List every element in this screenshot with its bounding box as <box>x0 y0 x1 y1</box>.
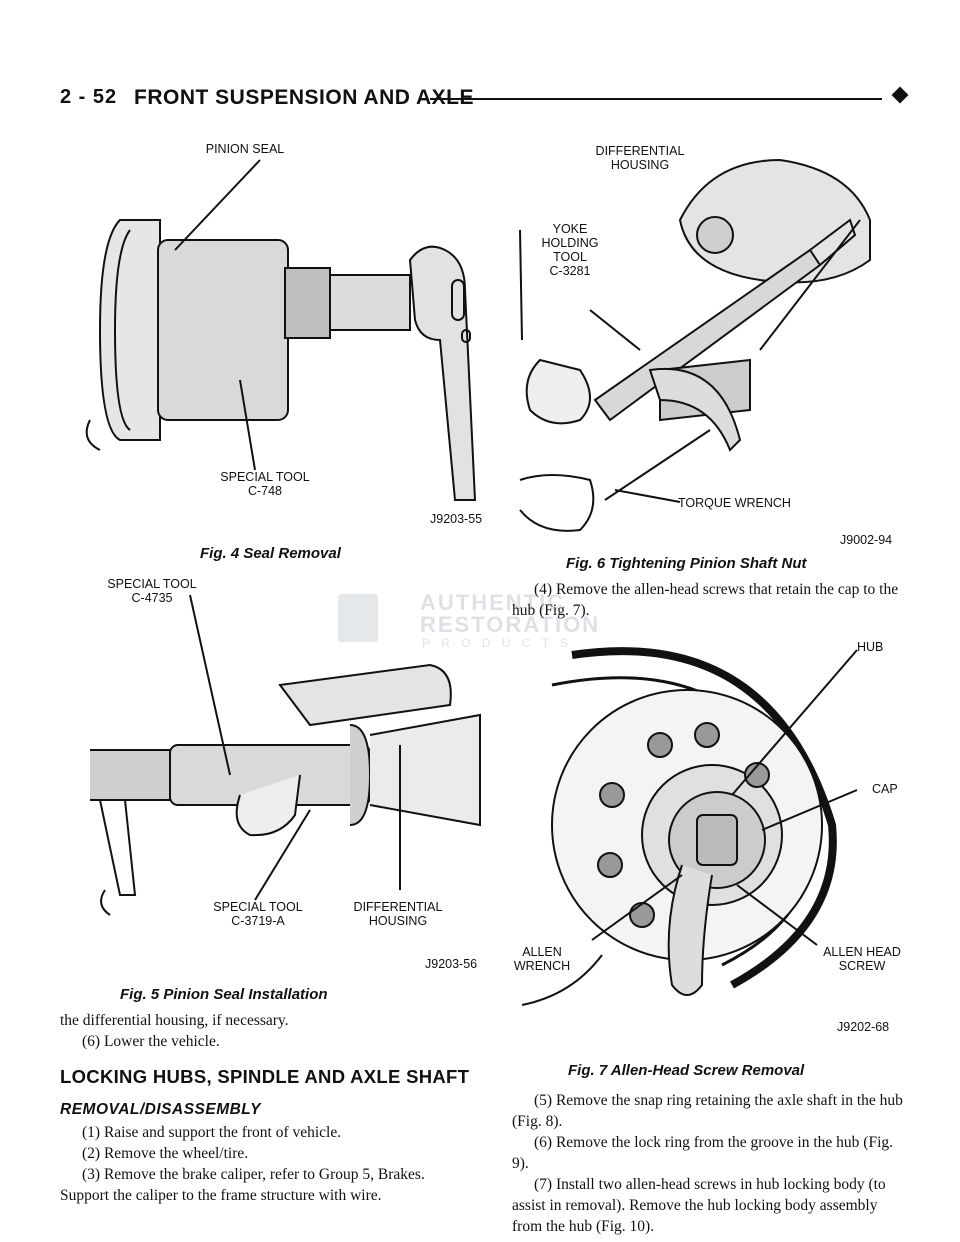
label-line: HOUSING <box>610 158 670 172</box>
label-line: SPECIAL TOOL <box>220 470 310 484</box>
label-line: SCREW <box>838 959 886 973</box>
figure-5: SPECIAL TOOL C-4735 SPECIAL TOOL C-3719-… <box>80 575 490 975</box>
label-line: WRENCH <box>513 959 571 973</box>
watermark-line-2: RESTORATION <box>420 612 601 637</box>
figure-5-caption: Fig. 5 Pinion Seal Installation <box>120 986 328 1003</box>
label-special-tool-c3719a: SPECIAL TOOL C-3719-A <box>203 900 313 928</box>
step-text: (1) Raise and support the front of vehic… <box>82 1124 342 1141</box>
paragraph-step-4: (4) Remove the allen-head screws that re… <box>512 579 908 621</box>
figure-7-caption: Fig. 7 Allen-Head Screw Removal <box>568 1062 805 1079</box>
figure-4-caption: Fig. 4 Seal Removal <box>200 545 341 562</box>
figure-7: HUB CAP ALLEN WRENCH ALLEN HEAD SCREW J9… <box>512 625 912 1055</box>
step-text: (7) Install two allen-head screws in hub… <box>512 1176 886 1235</box>
seal-removal-illustration <box>85 159 477 501</box>
watermark-line-1: AUTHENTIC <box>420 590 566 615</box>
label-yoke-holding-tool: YOKE HOLDING TOOL C-3281 <box>535 222 605 278</box>
label-pinion-seal: PINION SEAL <box>205 142 285 156</box>
pinion-nut-illustration <box>519 158 871 532</box>
diamond-icon <box>891 86 909 104</box>
figure-4: PINION SEAL SPECIAL TOOL C-748 J9203-55 <box>80 140 500 540</box>
left-column-text: the differential housing, if necessary. … <box>60 1010 470 1052</box>
label-line: C-3719-A <box>231 914 285 928</box>
label-line: DIFFERENTIAL <box>353 900 443 914</box>
section-title: LOCKING HUBS, SPINDLE AND AXLE SHAFT <box>60 1066 470 1087</box>
figure-code: J9203-55 <box>430 512 483 526</box>
label-allen-wrench: ALLEN WRENCH <box>502 945 582 973</box>
watermark-line-3: P R O D U C T S <box>422 636 573 650</box>
label-hub: HUB <box>857 640 884 654</box>
label-cap: CAP <box>872 782 898 796</box>
header-rule <box>430 98 882 100</box>
label-line: C-748 <box>247 484 283 498</box>
label-line: YOKE <box>552 222 588 236</box>
allen-head-removal-illustration <box>521 647 858 1006</box>
watermark: AUTHENTIC RESTORATION P R O D U C T S <box>330 590 630 650</box>
right-column-steps: (5) Remove the snap ring retaining the a… <box>512 1090 908 1237</box>
label-line: ALLEN HEAD <box>823 945 901 959</box>
label-torque-wrench: TORQUE WRENCH <box>678 496 791 510</box>
page-title: FRONT SUSPENSION AND AXLE <box>134 86 474 109</box>
label-line: HOLDING <box>541 236 599 250</box>
label-line: DIFFERENTIAL <box>595 144 685 158</box>
label-line: HOUSING <box>368 914 428 928</box>
label-line: C-4735 <box>131 591 173 605</box>
label-differential-housing: DIFFERENTIAL HOUSING <box>338 900 458 928</box>
label-line: SPECIAL TOOL <box>107 577 197 591</box>
figure-code: J9002-94 <box>840 533 893 547</box>
removal-steps: (1) Raise and support the front of vehic… <box>60 1122 475 1206</box>
step-text: (6) Remove the lock ring from the groove… <box>512 1134 894 1172</box>
mopar-logo-icon <box>338 594 378 642</box>
figure-code: J9203-56 <box>425 957 478 971</box>
step-text: (2) Remove the wheel/tire. <box>82 1145 249 1162</box>
subsection-title: REMOVAL/DISASSEMBLY <box>60 1101 261 1118</box>
step-text: (6) Lower the vehicle. <box>82 1033 220 1050</box>
step-text: (5) Remove the snap ring retaining the a… <box>512 1092 903 1130</box>
step-text: (4) Remove the allen-head screws that re… <box>512 581 899 619</box>
step-text: (3) Remove the brake caliper, refer to G… <box>60 1166 425 1204</box>
label-special-tool-c4735: SPECIAL TOOL C-4735 <box>102 577 202 605</box>
continued-text: the differential housing, if necessary. <box>60 1012 289 1029</box>
page-header: 2 - 52 FRONT SUSPENSION AND AXLE <box>60 84 910 114</box>
pinion-seal-installation-illustration <box>90 594 481 916</box>
label-allen-head-screw: ALLEN HEAD SCREW <box>812 945 912 973</box>
label-line: SPECIAL TOOL <box>213 900 303 914</box>
label-line: C-3281 <box>549 264 591 278</box>
figure-code: J9202-68 <box>837 1020 890 1034</box>
label-line: ALLEN <box>522 945 562 959</box>
figure-6: DIFFERENTIAL HOUSING YOKE HOLDING TOOL C… <box>510 140 910 547</box>
label-line: TOOL <box>553 250 587 264</box>
page-number: 2 - 52 <box>60 86 118 108</box>
label-differential-housing: DIFFERENTIAL HOUSING <box>585 144 695 172</box>
label-special-tool-c748: SPECIAL TOOL C-748 <box>205 470 325 498</box>
figure-6-caption: Fig. 6 Tightening Pinion Shaft Nut <box>566 555 807 572</box>
